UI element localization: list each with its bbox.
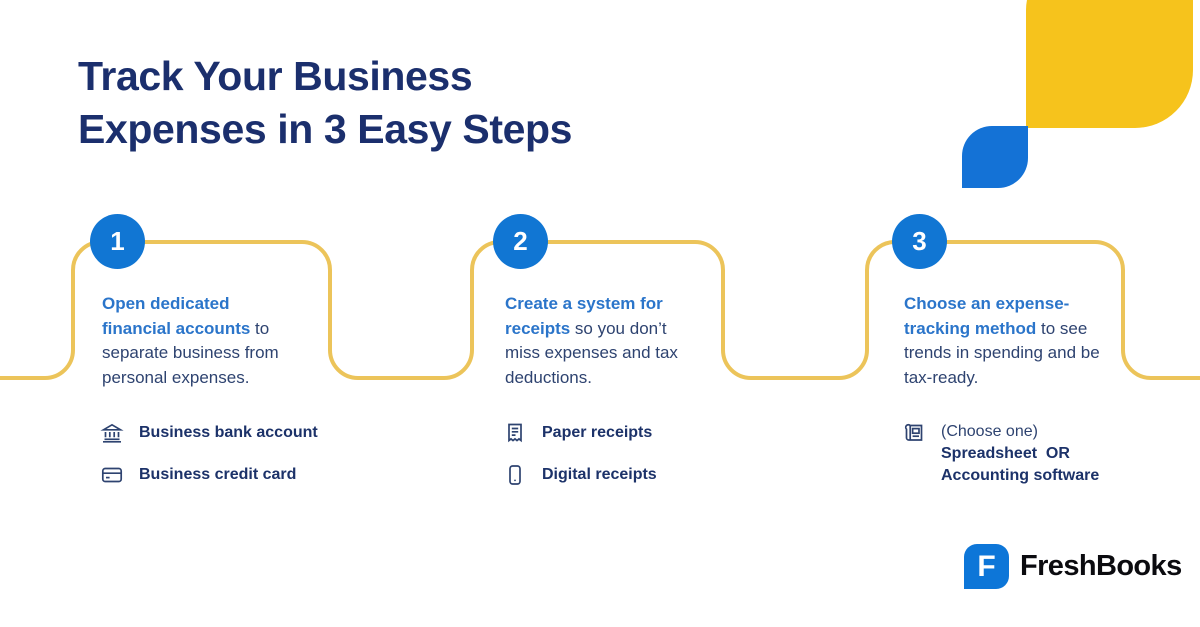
step-1-bullets: Business bank account Business credit ca… xyxy=(100,421,318,505)
step-2-description: Create a system for receipts so you don’… xyxy=(505,292,705,391)
page-title: Track Your Business Expenses in 3 Easy S… xyxy=(78,50,572,157)
list-item-label: Paper receipts xyxy=(542,424,653,441)
phone-icon xyxy=(509,465,521,485)
step-2-rest-text: so you don’t miss expenses and tax deduc… xyxy=(505,318,678,387)
step-2-number-badge: 2 xyxy=(493,214,548,269)
step-2-column: 2 Create a system for receipts so you do… xyxy=(493,214,743,514)
choose-option-line1: Spreadsheet OR xyxy=(941,445,1070,462)
step-3-column: 3 Choose an expense-tracking method to s… xyxy=(892,214,1142,514)
step-2-bullets: Paper receipts Digital receipts xyxy=(503,421,657,505)
step-1-column: 1 Open dedicated financial accounts to s… xyxy=(90,214,340,514)
step-3-number-badge: 3 xyxy=(892,214,947,269)
credit-card-icon xyxy=(101,467,123,483)
newspaper-icon xyxy=(904,423,923,441)
step-1-description: Open dedicated financial accounts to sep… xyxy=(102,292,302,391)
freshbooks-logo-mark-icon: F xyxy=(964,544,1009,589)
receipt-icon xyxy=(508,423,522,443)
step-1-rest-text: to separate business from personal expen… xyxy=(102,318,279,387)
step-1-number-badge: 1 xyxy=(90,214,145,269)
list-item-label: Digital receipts xyxy=(542,466,657,483)
list-item-label: Business bank account xyxy=(139,424,318,441)
list-item: (Choose one) Spreadsheet OR Accounting s… xyxy=(902,421,1099,487)
decor-yellow-leaf xyxy=(1026,0,1193,128)
step-3-lead-text: Choose an expense-tracking method xyxy=(904,294,1070,338)
step-3-description: Choose an expense-tracking method to see… xyxy=(904,292,1104,391)
choose-one-note: (Choose one) xyxy=(941,423,1038,440)
list-item-label: Business credit card xyxy=(139,466,297,483)
list-item: Business bank account xyxy=(100,421,318,445)
step-1-lead-text: Open dedicated financial accounts xyxy=(102,294,251,338)
list-item: Paper receipts xyxy=(503,421,657,445)
decor-blue-leaf xyxy=(962,126,1028,188)
step-2-lead-text: Create a system for receipts xyxy=(505,294,663,338)
choose-one-block: (Choose one) Spreadsheet OR Accounting s… xyxy=(941,421,1099,487)
step-3-rest-text: to see trends in spending and be tax-rea… xyxy=(904,318,1100,387)
list-item: Business credit card xyxy=(100,463,318,487)
list-item: Digital receipts xyxy=(503,463,657,487)
choose-option-line2: Accounting software xyxy=(941,467,1100,484)
step-3-bullets: (Choose one) Spreadsheet OR Accounting s… xyxy=(902,421,1099,505)
freshbooks-logo-text: FreshBooks xyxy=(1020,550,1182,582)
bank-icon xyxy=(100,423,124,443)
page-title-line1: Track Your Business xyxy=(78,53,473,99)
page-title-line2: Expenses in 3 Easy Steps xyxy=(78,106,573,153)
freshbooks-logo: F FreshBooks xyxy=(964,544,1182,589)
